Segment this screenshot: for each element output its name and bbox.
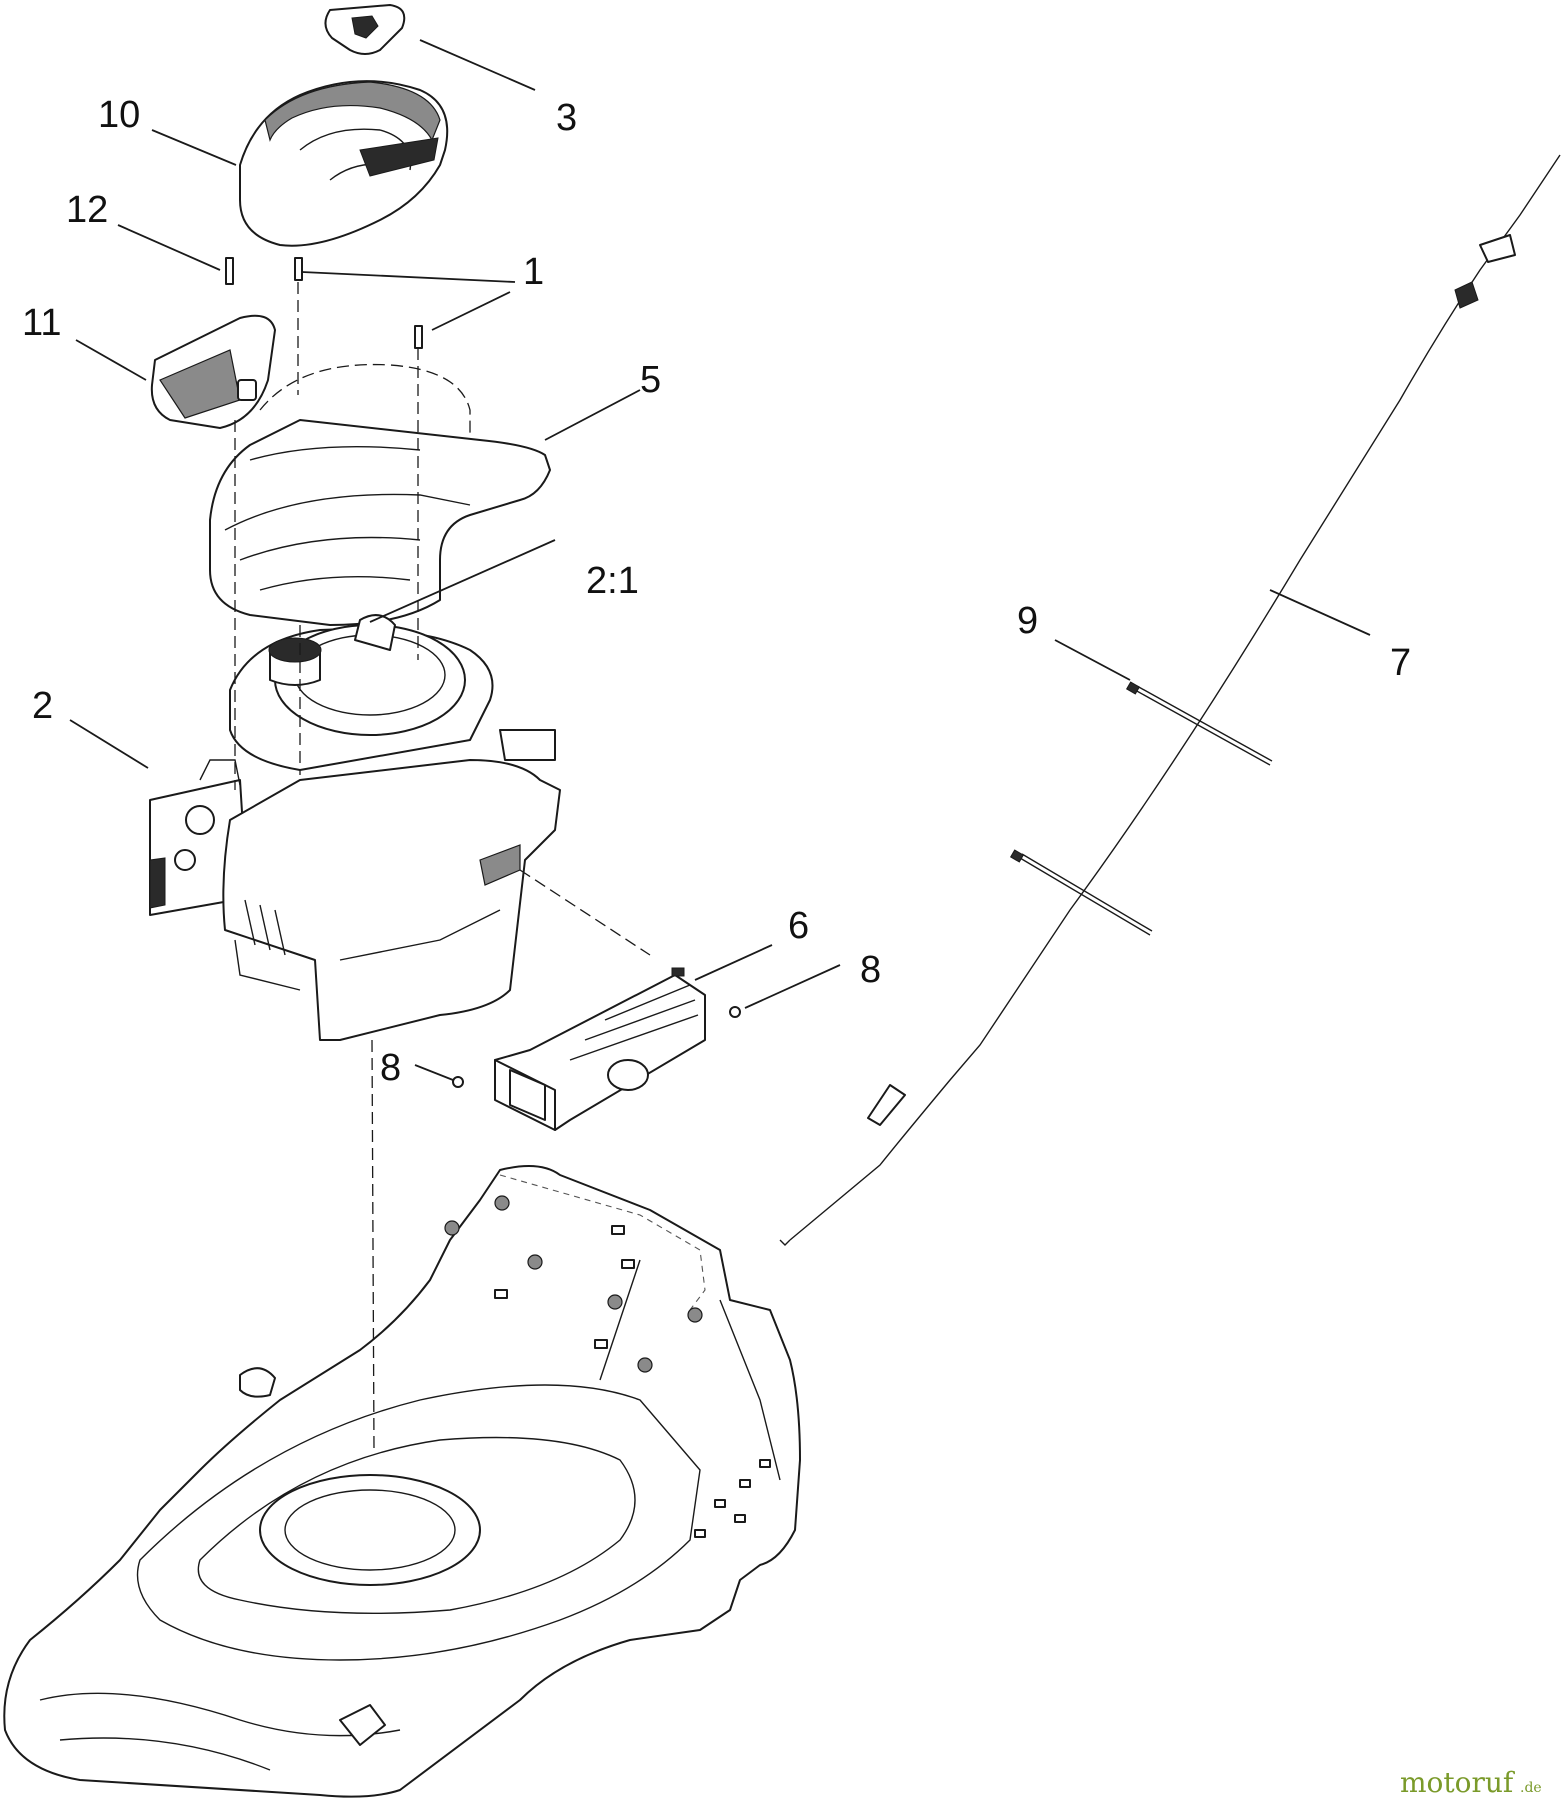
callout-11: 11: [22, 302, 61, 344]
part-7-cable: [779, 154, 1561, 1246]
part-9-cable-ties: [1009, 681, 1273, 936]
leader-lines: [69, 39, 1371, 1081]
watermark: motoruf .de: [1400, 1766, 1542, 1799]
callout-6: 6: [788, 905, 809, 947]
callout-9: 9: [1017, 600, 1038, 642]
part-6-muffler-guard: [494, 967, 706, 1131]
callout-8-left: 8: [380, 1047, 401, 1089]
watermark-brand: motoruf: [1400, 1766, 1516, 1799]
part-2-engine: [149, 614, 561, 1041]
assembly-lines: [234, 282, 651, 1451]
callout-5: 5: [640, 359, 661, 401]
callout-labels: 10 3 12 1 11 5 2:1 9 7 2 6 8 8: [22, 94, 1411, 1089]
screws-8: [452, 1006, 741, 1088]
part-10-cover: [239, 80, 449, 247]
mower-deck: [3, 1165, 801, 1798]
callout-2: 2: [32, 685, 53, 727]
callout-10: 10: [98, 94, 140, 136]
callout-3: 3: [556, 97, 577, 139]
part-11-bracket: [150, 314, 276, 429]
watermark-suffix: .de: [1520, 1780, 1542, 1796]
part-5-blower-housing: [209, 363, 551, 626]
callout-8-right: 8: [860, 949, 881, 991]
callout-7: 7: [1390, 642, 1411, 684]
callout-2-1: 2:1: [586, 560, 639, 602]
screws-1-12: [225, 257, 423, 349]
callout-12: 12: [66, 189, 108, 231]
part-3-decal: [324, 4, 406, 55]
callout-1: 1: [523, 251, 544, 293]
